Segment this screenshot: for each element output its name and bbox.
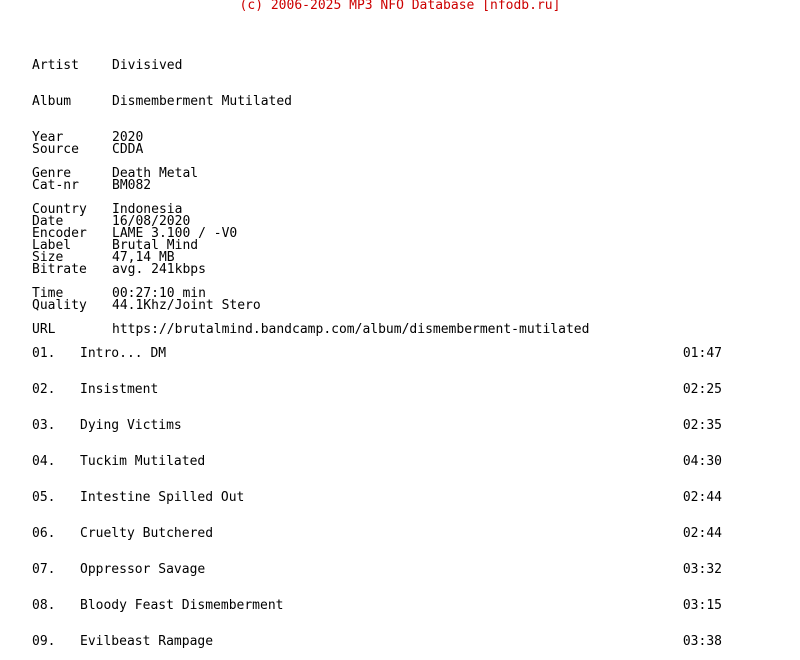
info-value: 2020 [112, 130, 144, 145]
track-duration: 03:32 [682, 562, 722, 577]
encoding-value: 44.1Khz/Joint Stero [112, 298, 261, 313]
info-label: Year [32, 130, 64, 145]
track-number: 02. [32, 382, 56, 397]
track-row: 07. Oppressor Savage 03:32 [32, 562, 722, 577]
info-label: Artist [32, 58, 79, 73]
source-info-block: Source CDDA Cat-nr BM082 Date 16/08/2020… [32, 120, 589, 348]
track-title: Intestine Spilled Out [80, 490, 245, 505]
source-row-catnr: Cat-nr BM082 [32, 178, 589, 193]
track-number: 07. [32, 562, 56, 577]
source-label: Source [32, 142, 79, 157]
info-label: Label [32, 238, 72, 253]
info-row-label: Label Brutal Mind [32, 238, 292, 253]
copyright-header: (c) 2006-2025 MP3 NFO Database [nfodb.ru… [239, 0, 561, 13]
source-value: 00:27:10 min [112, 286, 206, 301]
info-row-genre: Genre Death Metal [32, 166, 292, 181]
encoding-value: LAME 3.100 / -V0 [112, 226, 238, 241]
track-row: 03. Dying Victims 02:35 [32, 418, 722, 433]
encoding-label: Encoder [32, 226, 87, 241]
track-row: 09. Evilbeast Rampage 03:38 [32, 634, 722, 649]
tracklist: 01. Intro... DM 01:47 02. Insistment 02:… [32, 324, 722, 660]
track-row: 05. Intestine Spilled Out 02:44 [32, 490, 722, 505]
info-value: Indonesia [112, 202, 183, 217]
source-url-value: https://brutalmind.bandcamp.com/album/di… [112, 322, 590, 337]
encoding-row-encoder: Encoder LAME 3.100 / -V0 [32, 226, 261, 241]
track-number: 03. [32, 418, 56, 433]
track-number: 01. [32, 346, 56, 361]
track-title: Dying Victims [80, 418, 182, 433]
track-title: Tuckim Mutilated [80, 454, 206, 469]
source-label: URL [32, 322, 56, 337]
track-duration: 02:44 [682, 490, 722, 505]
track-duration: 03:15 [682, 598, 722, 613]
track-title: Intro... DM [80, 346, 167, 361]
encoding-label: Bitrate [32, 262, 87, 277]
info-value: Brutal Mind [112, 238, 199, 253]
source-label: Time [32, 286, 64, 301]
track-title: Insistment [80, 382, 159, 397]
track-duration: 04:30 [682, 454, 722, 469]
info-row-artist: Artist Divisived [32, 58, 292, 73]
track-duration: 02:25 [682, 382, 722, 397]
track-number: 05. [32, 490, 56, 505]
encoding-info-block: Encoder LAME 3.100 / -V0 Bitrate avg. 24… [32, 204, 261, 324]
encoding-value: avg. 241kbps [112, 262, 206, 277]
track-title: Oppressor Savage [80, 562, 206, 577]
source-row-size: Size 47,14 MB [32, 250, 589, 265]
encoding-row-bitrate: Bitrate avg. 241kbps [32, 262, 261, 277]
track-duration: 02:35 [682, 418, 722, 433]
track-duration: 02:44 [682, 526, 722, 541]
encoding-label: Quality [32, 298, 87, 313]
track-number: 04. [32, 454, 56, 469]
track-row: 04. Tuckim Mutilated 04:30 [32, 454, 722, 469]
track-duration: 03:38 [682, 634, 722, 649]
info-row-album: Album Dismemberment Mutilated [32, 94, 293, 109]
source-value: CDDA [112, 142, 144, 157]
source-row-url: URL https://brutalmind.bandcamp.com/albu… [32, 322, 590, 337]
track-row: 08. Bloody Feast Dismemberment 03:15 [32, 598, 722, 613]
info-row-country: Country Indonesia [32, 202, 292, 217]
source-row-date: Date 16/08/2020 [32, 214, 589, 229]
source-value: 16/08/2020 [112, 214, 191, 229]
track-title: Bloody Feast Dismemberment [80, 598, 284, 613]
track-row: 01. Intro... DM 01:47 [32, 346, 722, 361]
track-number: 08. [32, 598, 56, 613]
track-number: 09. [32, 634, 56, 649]
track-title: Evilbeast Rampage [80, 634, 214, 649]
source-label: Cat-nr [32, 178, 79, 193]
track-number: 06. [32, 526, 56, 541]
track-row: 06. Cruelty Butchered 02:44 [32, 526, 722, 541]
source-label: Date [32, 214, 64, 229]
info-label: Album [32, 94, 72, 109]
source-row-source: Source CDDA [32, 142, 589, 157]
info-row-year: Year 2020 [32, 130, 292, 145]
release-info-block: Artist Divisived Album Dismemberment Mut… [32, 36, 292, 264]
source-value: BM082 [112, 178, 152, 193]
track-title: Cruelty Butchered [80, 526, 214, 541]
info-value: Divisived [112, 58, 183, 73]
info-value: Death Metal [112, 166, 199, 181]
track-duration: 01:47 [682, 346, 722, 361]
track-row: 02. Insistment 02:25 [32, 382, 722, 397]
source-value: 47,14 MB [112, 250, 175, 265]
info-label: Country [32, 202, 87, 217]
info-label: Genre [32, 166, 72, 181]
encoding-row-quality: Quality 44.1Khz/Joint Stero [32, 298, 261, 313]
source-label: Size [32, 250, 64, 265]
info-value: Dismemberment Mutilated [112, 94, 293, 109]
source-row-time: Time 00:27:10 min [32, 286, 589, 301]
